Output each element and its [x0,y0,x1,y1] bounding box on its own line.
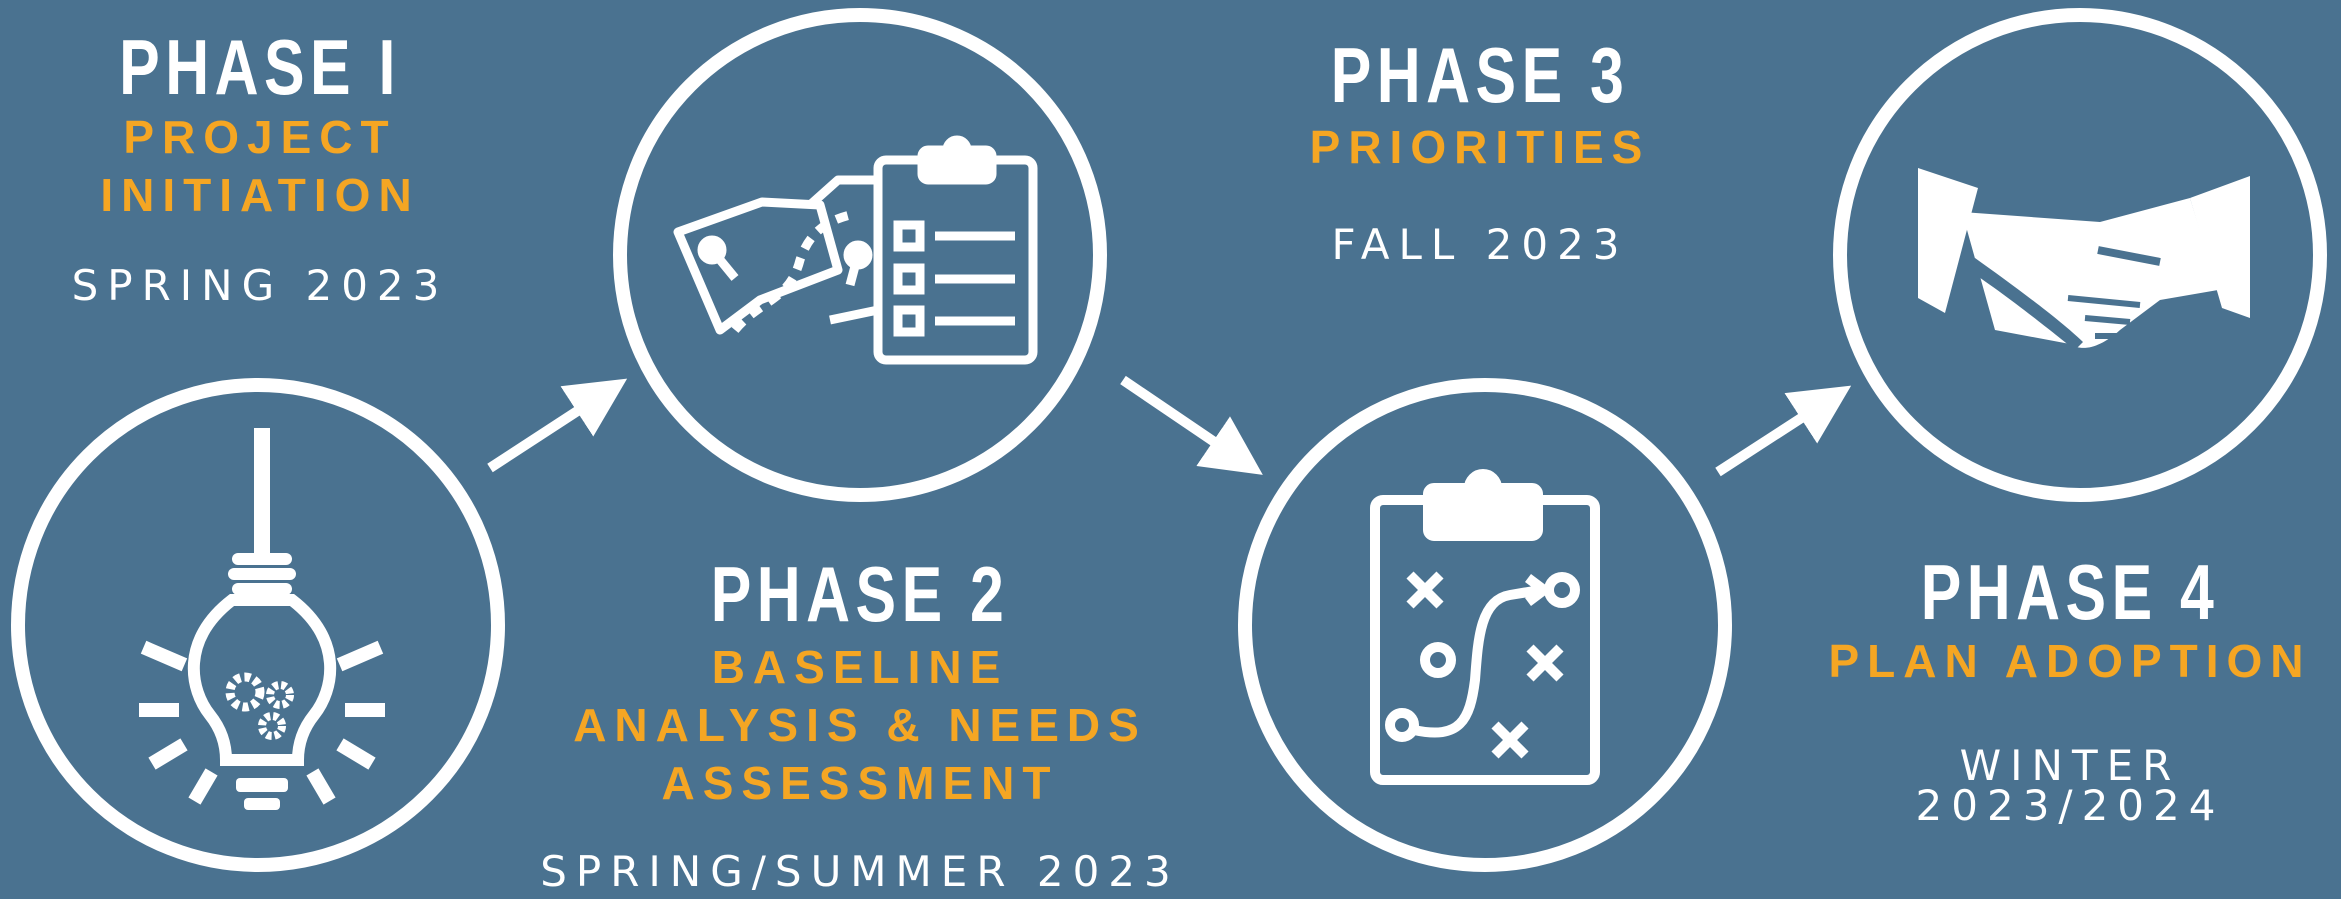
phase-3-circle [1238,378,1732,872]
phase-2-date: SPRING/SUMMER 2023 [540,847,1180,896]
map-clipboard-checklist-icon [673,135,1038,365]
phase-2-subtitle-line-3: ASSESSMENT [661,757,1059,809]
phase-4-title: PHASE 4 [1920,548,2220,636]
phase-1-date: SPRING 2023 [71,261,449,310]
phase-2-title: PHASE 2 [710,550,1010,638]
phase-1-subtitle-line-2: INITIATION [100,169,420,221]
phase-4-subtitle: PLAN ADOPTION [1828,635,2312,687]
phase-2-circle [613,8,1107,502]
arrow-1-to-2 [487,378,628,473]
phase-4-date-line-1: WINTER [1959,741,2181,790]
phase-1-title: PHASE I [119,23,401,111]
arrow-2-to-3 [1120,375,1263,475]
phase-2-subtitle-line-1: BASELINE [711,641,1009,693]
arrow-3-to-4 [1715,385,1852,477]
phase-2-subtitle-line-2: ANALYSIS & NEEDS [573,699,1147,751]
handshake-icon [1918,168,2250,350]
phase-3-title: PHASE 3 [1330,31,1630,119]
phase-1-subtitle-line-1: PROJECT [123,111,397,163]
lightbulb-gears-icon [139,428,385,810]
strategy-clipboard-icon [1370,469,1600,785]
phase-3-date: FALL 2023 [1331,220,1629,269]
phase-3-subtitle: PRIORITIES [1309,121,1651,173]
phase-4-circle [1833,8,2327,502]
phase-4-date-line-2: 2023/2024 [1915,781,2225,830]
phase-1-circle [11,378,505,872]
